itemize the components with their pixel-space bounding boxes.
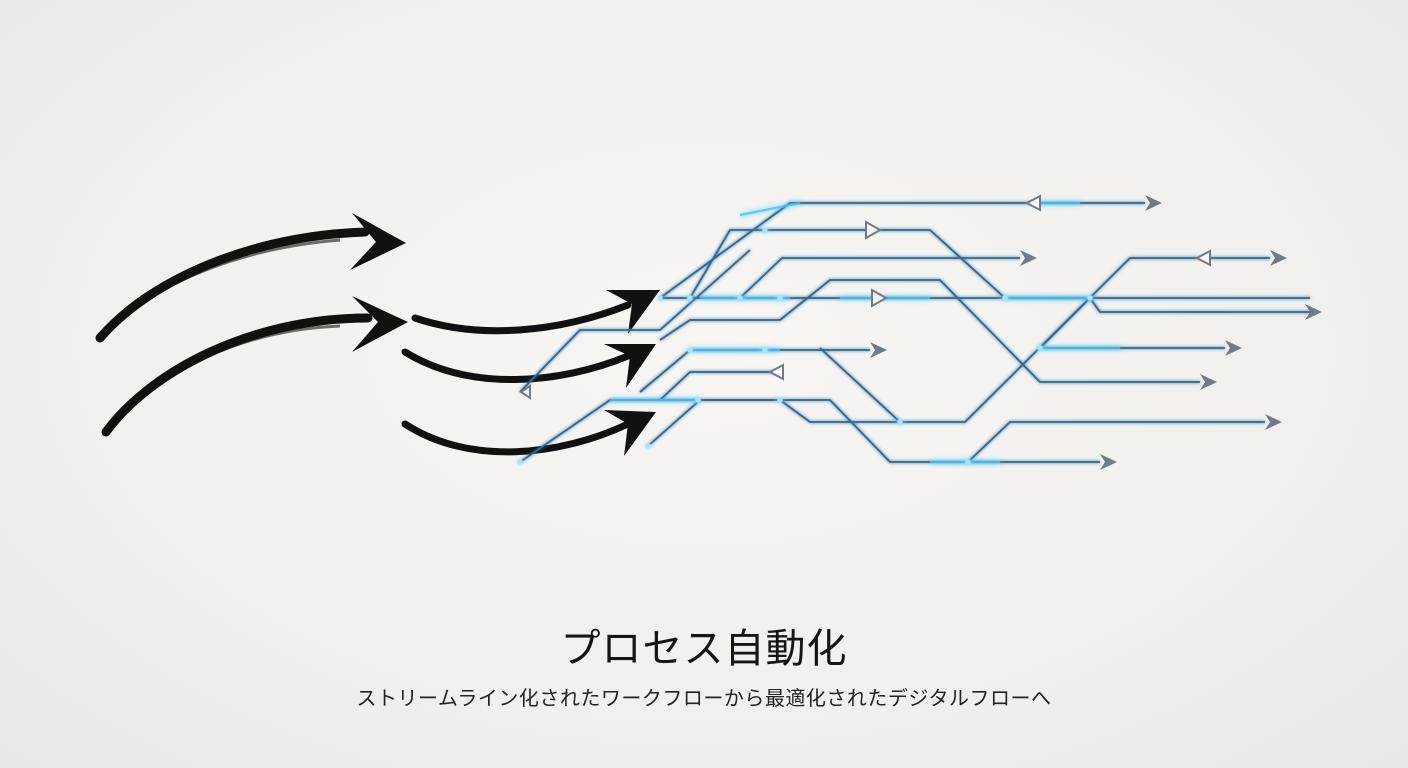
- circuit-arrowhead: [1225, 340, 1242, 356]
- triangle-marker: [871, 288, 889, 308]
- circuit-path-12: [967, 421, 1265, 463]
- circuit-nodes: [517, 227, 1093, 465]
- glowing-node: [1037, 345, 1043, 351]
- brush-stroke-arrow-2: [101, 296, 408, 437]
- output-arrowheads: [870, 195, 1322, 470]
- circuit-arrowhead: [1200, 374, 1217, 390]
- glowing-node: [1087, 295, 1093, 301]
- circuit-path-11: [647, 399, 900, 447]
- glowing-node: [777, 397, 783, 403]
- triangle-markers: [519, 194, 1211, 400]
- circuit-path-6: [659, 279, 1200, 383]
- circuit-arrowhead: [1100, 454, 1117, 470]
- circuit-arrowhead: [1270, 250, 1287, 266]
- glowing-node: [965, 459, 971, 465]
- brush-stroke-arrow-5: [401, 410, 656, 456]
- glowing-node: [762, 227, 768, 233]
- triangle-marker: [1194, 249, 1211, 267]
- triangle-marker: [767, 363, 784, 381]
- glowing-node: [695, 397, 701, 403]
- circuit-path-4: [739, 257, 1020, 299]
- glowing-node: [777, 295, 783, 301]
- circuit-path-8: [659, 371, 780, 401]
- brush-stroke-arrow-4: [401, 344, 656, 388]
- page-subtitle: ストリームライン化されたワークフローから最適化されたデジタルフローへ: [356, 686, 1052, 710]
- circuit-glow-highlights: [610, 201, 1120, 464]
- circuit-arrowhead: [1145, 195, 1162, 211]
- circuit-arrowhead: [1305, 304, 1322, 320]
- triangle-marker: [1024, 194, 1041, 212]
- page-title: プロセス自動化: [560, 626, 848, 672]
- glowing-node: [1002, 295, 1008, 301]
- brush-stroke-arrow-3: [411, 290, 660, 335]
- glowing-node: [687, 295, 693, 301]
- glowing-node: [762, 347, 768, 353]
- circuit-path-14: [1039, 297, 1091, 349]
- circuit-path-2: [689, 229, 1310, 299]
- glowing-node: [657, 295, 663, 301]
- brush-arrows: [95, 213, 660, 456]
- triangle-marker: [519, 384, 531, 400]
- circuit-arrowhead: [1265, 414, 1282, 430]
- circuit-arrowhead: [870, 342, 887, 358]
- circuit-path-3: [660, 297, 1310, 313]
- glowing-node: [645, 443, 651, 449]
- triangle-marker: [865, 220, 883, 240]
- glowing-node: [737, 295, 743, 301]
- glowing-node: [687, 347, 693, 353]
- circuit-path-1: [659, 202, 1145, 299]
- circuit-path-9: [819, 257, 1270, 423]
- brush-stroke-arrow-1: [95, 213, 406, 343]
- glowing-node: [517, 459, 523, 465]
- glowing-node: [897, 419, 903, 425]
- circuit-path-5: [519, 249, 751, 393]
- circuit-arrowhead: [1020, 250, 1037, 266]
